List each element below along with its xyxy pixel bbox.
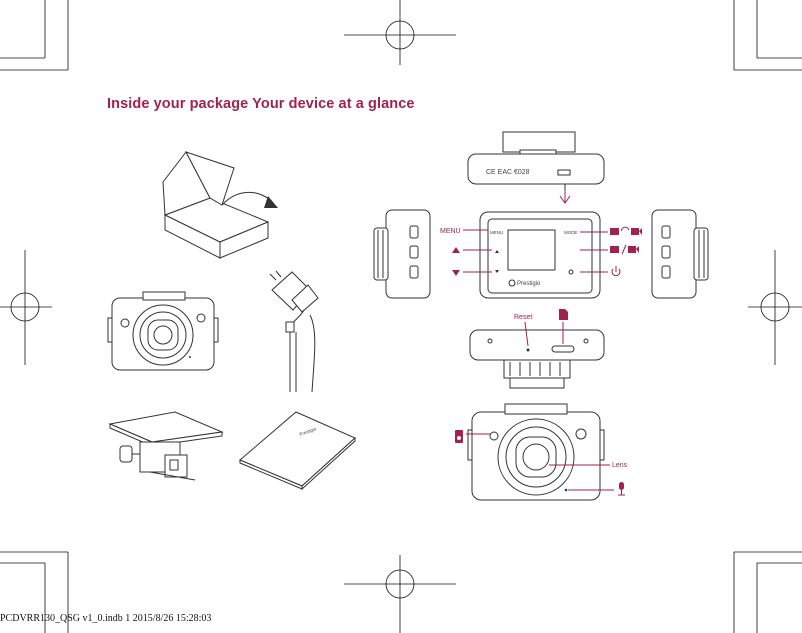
menu-small-label: MENU: [490, 230, 503, 235]
brand-logo-text: Prestigio: [517, 281, 541, 287]
sd-card-icon: [559, 309, 568, 320]
lens-label: Lens: [612, 462, 628, 469]
box-illustration: [162, 151, 278, 259]
down-arrow-icon: [452, 270, 460, 276]
car-charger-illustration: [269, 270, 319, 393]
device-front-view: Lens: [455, 403, 628, 501]
device-back-view: MENU MODE Prestigio MENU: [440, 211, 642, 299]
mount-illustration: [108, 411, 224, 481]
reset-label: Reset: [514, 314, 532, 321]
camera-swap-icon: [610, 226, 630, 235]
svg-text:Prestigio: Prestigio: [299, 426, 318, 437]
device-right-side: [651, 209, 709, 299]
cert-marking: CE EAC €028: [486, 169, 530, 176]
usb-icon: [559, 190, 571, 204]
microphone-icon: [618, 482, 625, 496]
device-bottom-view: Reset: [469, 309, 605, 389]
mode-small-label: MODE: [564, 230, 578, 235]
registration-mark-top: [344, 0, 456, 65]
registration-mark-bottom: [344, 555, 456, 633]
print-footer: PCDVRR130_QSG v1_0.indb 1 2015/8/26 15:2…: [0, 613, 212, 624]
device-left-side: [373, 209, 431, 299]
manual-illustration: Prestigio: [239, 411, 356, 491]
menu-button-label: MENU: [440, 228, 461, 235]
page-title: Inside your package Your device at a gla…: [107, 96, 415, 112]
up-arrow-icon: [452, 247, 460, 253]
camera-front-small: [107, 291, 219, 371]
camera-photo-video-icon: [610, 244, 639, 255]
camera-video-icon: [631, 228, 642, 235]
registration-mark-right: [748, 250, 802, 365]
device-top-view: CE EAC €028: [467, 131, 605, 204]
registration-mark-left: [0, 250, 52, 365]
lock-icon: [455, 430, 463, 443]
power-icon: [611, 266, 621, 277]
